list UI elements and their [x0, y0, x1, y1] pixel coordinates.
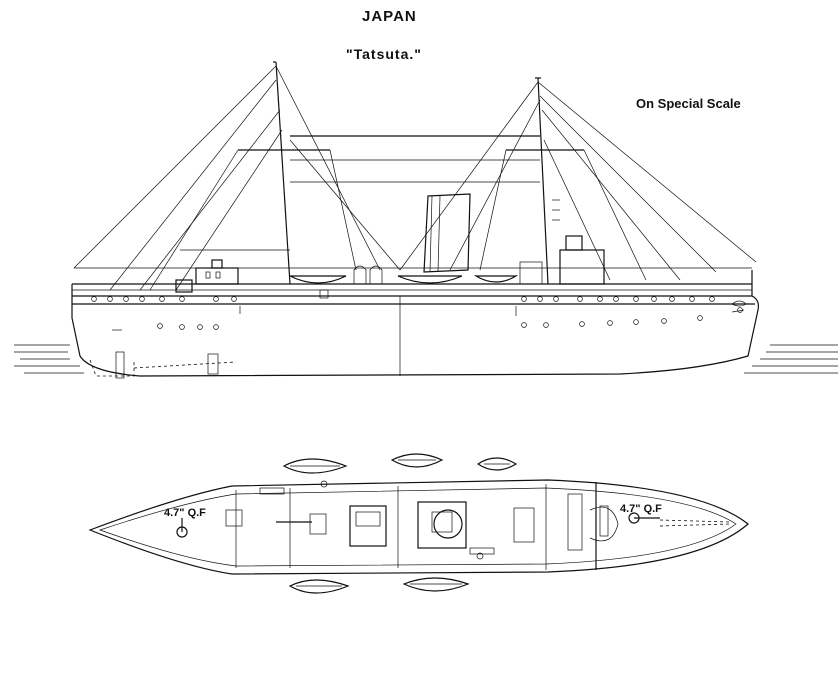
- portholes: [91, 296, 743, 330]
- bow-ornament: [731, 300, 747, 307]
- fore-gun: 4.7" Q.F: [164, 507, 206, 538]
- scale-note: On Special Scale: [636, 96, 741, 111]
- propeller-shaft: [89, 351, 237, 379]
- lifeboats-elevation: [289, 265, 519, 299]
- hull-profile: [71, 270, 759, 377]
- rigging: [73, 65, 757, 291]
- ship-name-title: "Tatsuta.": [346, 46, 422, 62]
- funnel: [423, 193, 471, 273]
- deckhouses: [175, 199, 605, 293]
- deck-fittings: [225, 480, 619, 560]
- fore-gun-label: 4.7" Q.F: [164, 507, 206, 519]
- hull-plan: [88, 479, 749, 575]
- country-title: JAPAN: [362, 8, 417, 25]
- water-lines: [14, 344, 838, 374]
- aft-gun: 4.7" Q.F: [620, 503, 731, 527]
- lifeboats-plan: [282, 453, 518, 594]
- aft-gun-label: 4.7" Q.F: [620, 503, 662, 515]
